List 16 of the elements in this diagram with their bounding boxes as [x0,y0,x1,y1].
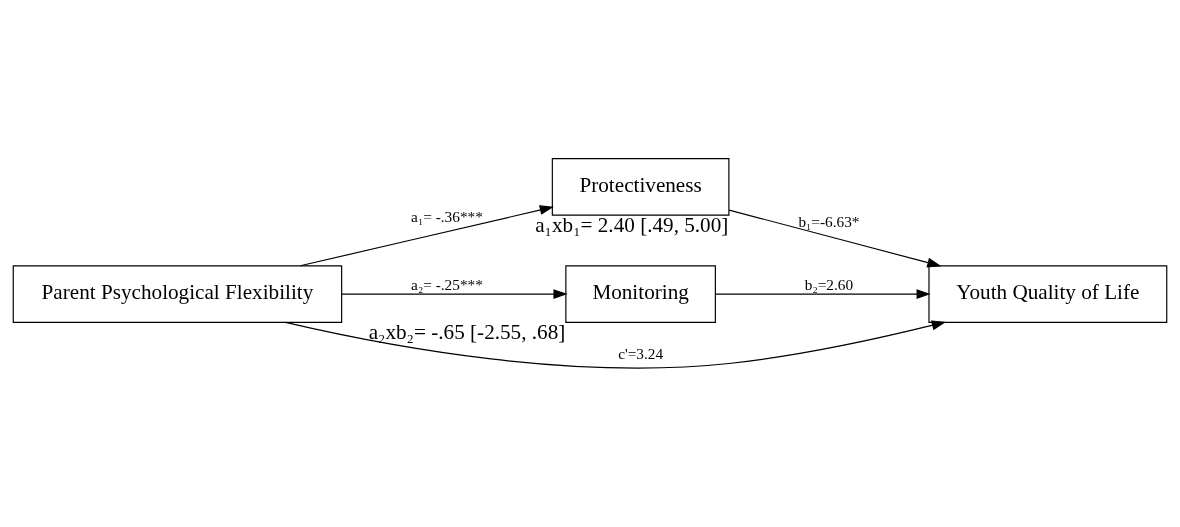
node-box: Parent Psychological Flexibility [12,265,343,323]
arrow [299,205,554,267]
edge-label: a₁= -.36*** [411,207,483,225]
node-box: Protectiveness [551,158,730,216]
node-box: Monitoring [565,265,716,323]
arrow [284,320,946,369]
arrow [341,289,568,300]
edge-label: a₂= -.25*** [411,275,483,293]
node-box: Youth Quality of Life [928,265,1168,323]
node-label: a₁xb₁= 2.40 [.49, 5.00] [535,213,729,238]
edge-label: c'=3.24 [618,345,664,363]
edge-label: b₂=2.60 [804,275,854,293]
edge-label: b₁=-6.63* [798,213,860,231]
arrow [728,209,942,268]
node-label: a₂xb₂= -.65 [-2.55, .68] [368,320,566,345]
arrow [715,289,931,300]
